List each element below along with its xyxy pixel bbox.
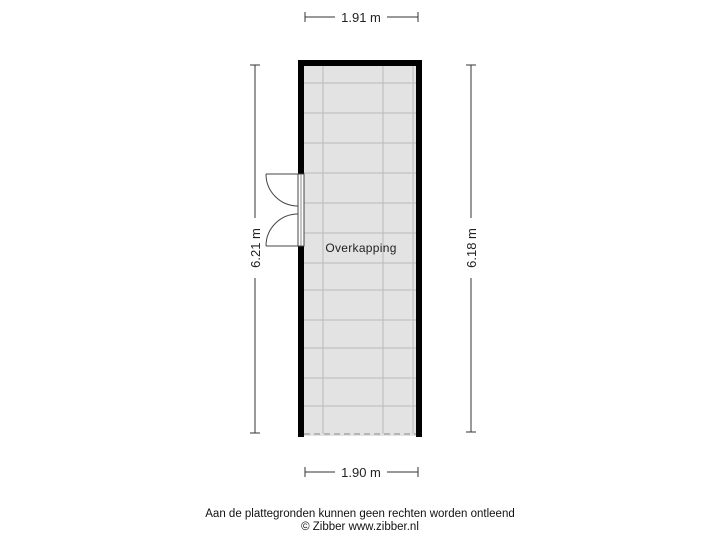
walls: [298, 60, 422, 437]
dimension-top: [304, 12, 419, 22]
dimension-bottom-label: 1.90 m: [341, 465, 381, 480]
footer-disclaimer: Aan de plattegronden kunnen geen rechten…: [205, 508, 515, 520]
wall-right: [416, 60, 422, 437]
door-frame: [297, 173, 305, 247]
wall-left-upper: [298, 60, 304, 174]
dimension-right: [466, 64, 476, 433]
dimension-left-label: 6.21 m: [248, 228, 263, 268]
double-door: [265, 173, 299, 247]
wall-top: [298, 60, 422, 66]
room-label: Overkapping: [325, 241, 396, 255]
dimension-bottom: [304, 467, 419, 477]
dimension-right-label: 6.18 m: [464, 228, 479, 268]
dimension-top-label: 1.91 m: [341, 10, 381, 25]
room-floor: [300, 62, 420, 436]
footer-copyright: © Zibber www.zibber.nl: [301, 521, 419, 533]
wall-left-lower: [298, 246, 304, 437]
dimension-left: [250, 64, 260, 434]
floor-tile-grid: [304, 64, 416, 434]
